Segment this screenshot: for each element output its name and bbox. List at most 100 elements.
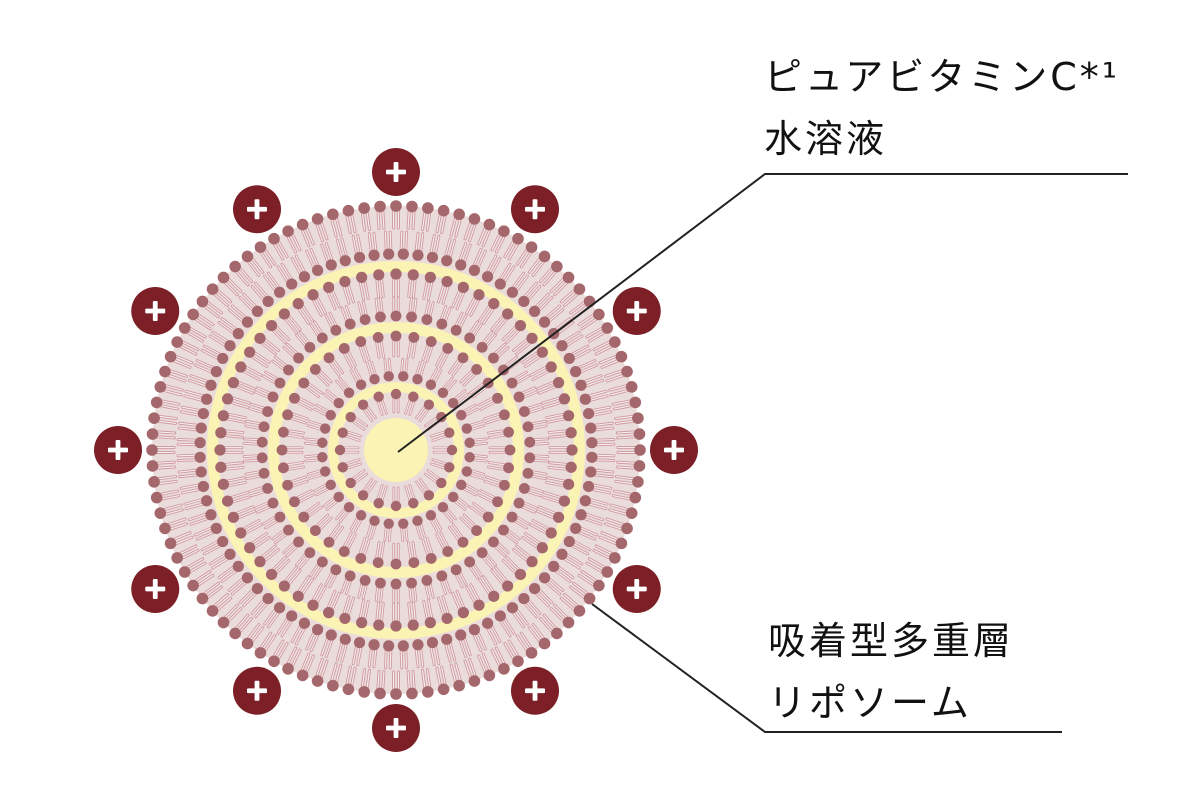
lipid-tail-core (616, 466, 636, 469)
lipid-head (197, 407, 210, 420)
lipid-tail-core (288, 569, 301, 585)
lipid-tail-core (203, 545, 221, 555)
lipid-tail-core (469, 658, 476, 677)
lipid-head (390, 688, 402, 700)
lipid-tail-core (487, 466, 505, 470)
lipid-head (506, 602, 518, 614)
lipid-tail-core (448, 526, 460, 541)
lipid-tail-core (296, 401, 312, 410)
lipid-head (210, 522, 222, 534)
lipid-tail-core (381, 399, 387, 414)
lipid-tail-core (543, 401, 562, 409)
lipid-head (325, 629, 337, 641)
lipid-tail-core (469, 474, 483, 480)
lipid-tail-core (232, 397, 250, 404)
lipid-tail-core (520, 632, 532, 649)
inner-bilayer-inner-leaflet-heads (317, 371, 475, 529)
lipid-head (268, 655, 280, 668)
lipid-tail-core (243, 519, 260, 530)
lipid-head (538, 637, 551, 650)
lipid-head (268, 232, 280, 245)
lipid-head (221, 393, 234, 405)
lipid-tail-core (473, 442, 488, 446)
lipid-tail-core (604, 370, 623, 377)
lipid-tail-core (588, 331, 605, 342)
lipid-tail-core (272, 530, 285, 540)
lipid-head (325, 479, 336, 491)
lipid-head (536, 346, 548, 358)
lipid-tail-core (512, 548, 528, 562)
lipid-head (309, 363, 321, 375)
lipid-head (453, 679, 465, 692)
lipid-tail-core (326, 390, 338, 400)
lipid-head (292, 298, 304, 310)
lipid-head (545, 361, 557, 373)
lipid-tail-core (514, 371, 528, 380)
lipid-head (241, 572, 254, 584)
plus-icon-stem (152, 301, 158, 321)
lipid-tail-core (228, 278, 242, 292)
lipid-tail-core (243, 455, 259, 458)
lipid-head (512, 232, 524, 245)
lipid-head (468, 213, 481, 225)
lipid-tail-core (523, 502, 538, 509)
lipid-tail-core (185, 503, 204, 510)
lipid-head (457, 352, 469, 364)
lipid-tail-core (425, 584, 430, 599)
lipid-tail-core (247, 261, 260, 276)
lipid-tail-core (432, 435, 447, 441)
lipid-tail-core (180, 411, 200, 416)
lipid-head (355, 379, 367, 390)
lipid-head (412, 515, 423, 527)
lipid-head (492, 392, 503, 404)
lipid-tail-core (595, 427, 614, 431)
lipid-head (241, 637, 254, 650)
lipid-tail-core (473, 323, 482, 337)
lipid-head (456, 479, 467, 491)
lipid-head (353, 251, 366, 264)
lipid-tail-core (345, 435, 360, 441)
lipid-tail-core (443, 511, 453, 523)
lipid-tail-core (578, 574, 595, 586)
lipid-head (390, 578, 402, 590)
lipid-head (317, 452, 328, 463)
lipid-head (205, 509, 217, 521)
lipid-tail-core (291, 649, 301, 667)
lipid-tail-core (535, 592, 550, 607)
lipid-tail-core (469, 321, 479, 334)
lipid-tail-core (440, 352, 449, 368)
lipid-tail-core (435, 646, 440, 665)
lipid-head (632, 412, 644, 424)
lipid-head (512, 655, 524, 668)
lipid-head (196, 295, 209, 308)
lipid-tail-core (287, 235, 297, 253)
lipid-tail-core (305, 502, 320, 514)
lipid-head (171, 336, 183, 348)
lipid-tail-core (316, 373, 329, 386)
lipid-tail-core (184, 499, 203, 505)
lipid-head (575, 509, 587, 521)
lipid-tail-core (189, 327, 206, 338)
lipid-head (178, 322, 191, 334)
lipid-head (319, 423, 331, 434)
lipid-tail-core (449, 642, 456, 661)
lipid-head (453, 208, 465, 221)
lipid-head (254, 241, 267, 253)
lipid-tail-core (487, 255, 497, 273)
lipid-head (441, 633, 453, 645)
lipid-tail-core (187, 558, 204, 569)
lipid-head (293, 536, 304, 548)
lipid-tail-core (299, 556, 310, 569)
lipid-head (615, 350, 628, 363)
lipid-head (150, 396, 163, 409)
outer-bilayer-inner-leaflet-heads (194, 248, 598, 652)
lipid-tail-core (482, 308, 494, 324)
lipid-tail-core (287, 647, 297, 665)
lipid-head (323, 607, 335, 619)
lipid-head (214, 444, 226, 456)
lipid-tail-core (275, 326, 290, 341)
lipid-tail-core (345, 305, 352, 320)
lipid-tail-core (463, 514, 476, 527)
lipid-head (286, 610, 298, 622)
lipid-tail-core (301, 229, 310, 247)
